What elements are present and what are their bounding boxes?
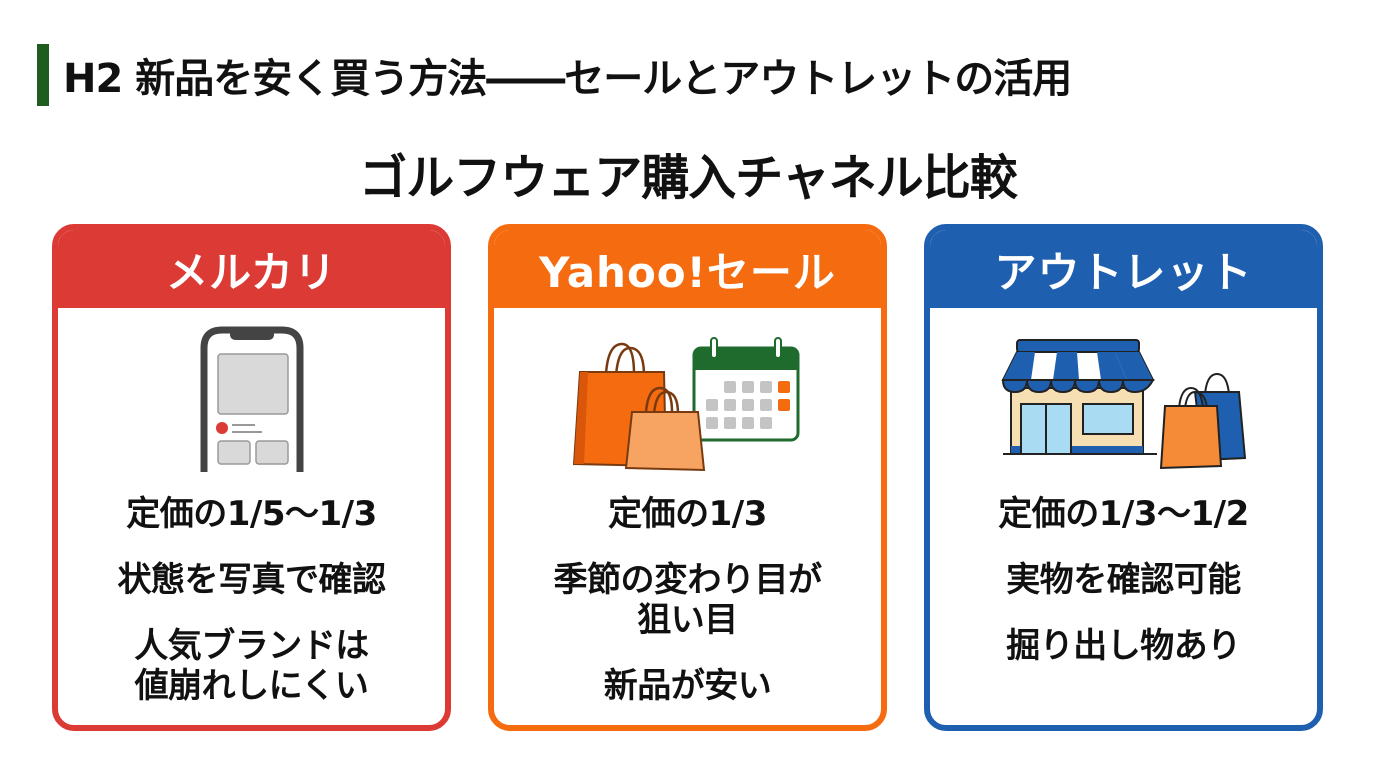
card-title: メルカリ [166,247,337,297]
feature-text: 状態を写真で確認 [117,560,387,600]
comparison-title: ゴルフウェア購入チャネル比較 [359,150,1018,206]
storefront-icon [930,308,1317,478]
feature-text: 実物を確認可能 [1006,560,1241,600]
section-heading: H2 新品を安く買う方法――セールとアウトレットの活用 [37,44,1072,106]
card-header: メルカリ [58,230,445,308]
price-range: 定価の1/3 [608,494,767,534]
feature-text: 季節の変わり目が 狙い目 [553,560,823,640]
card-outlet: アウトレット [924,224,1323,731]
price-range: 定価の1/3〜1/2 [998,494,1249,534]
card-yahoo-sale: Yahoo!セール [488,224,887,731]
calendar-icon [692,337,799,442]
card-features: 定価の1/3〜1/2 実物を確認可能 掘り出し物あり [930,478,1317,692]
heading-accent-bar [37,44,49,106]
shopping-bag-icon [1159,386,1222,470]
card-header: アウトレット [930,230,1317,308]
card-features: 定価の1/3 季節の変わり目が 狙い目 新品が安い [494,478,881,725]
card-mercari: メルカリ 定価の1/5〜1/3 状態を写真で確認 人気ブランドは 値崩れしにくい [52,224,451,731]
smartphone-icon [58,308,445,478]
card-title: Yahoo!セール [539,247,836,297]
card-features: 定価の1/5〜1/3 状態を写真で確認 人気ブランドは 値崩れしにくい [58,478,445,725]
store-icon [1000,339,1157,455]
price-range: 定価の1/5〜1/3 [126,494,377,534]
shopping-bag-icon [624,386,705,472]
feature-text-line: 値崩れしにくい [134,666,369,706]
heading-text: H2 新品を安く買う方法――セールとアウトレットの活用 [63,56,1072,102]
feature-text-line: 人気ブランドは [134,626,369,666]
feature-text-line: 狙い目 [637,600,738,640]
card-title: アウトレット [994,247,1253,297]
feature-text: 新品が安い [603,666,772,706]
feature-text: 人気ブランドは 値崩れしにくい [134,626,369,706]
feature-text-line: 季節の変わり目が [553,560,823,600]
feature-text: 掘り出し物あり [1006,626,1241,666]
card-header: Yahoo!セール [494,230,881,308]
shopping-bags-calendar-icon [494,308,881,478]
